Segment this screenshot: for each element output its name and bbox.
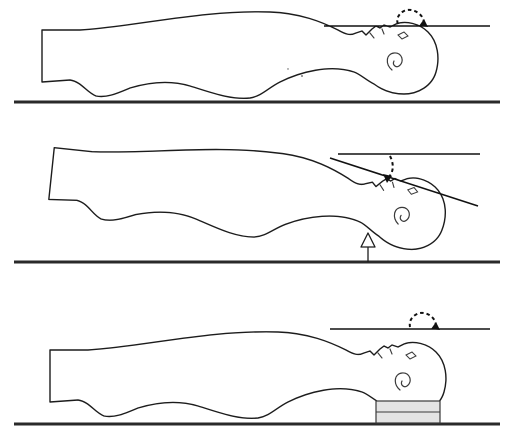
arc-arrowhead-icon [419,19,428,27]
dashed-arc-icon [410,313,436,327]
dashed-arc-icon [388,156,393,178]
up-arrow-icon [361,233,375,247]
arc-arrowhead-icon [431,322,440,330]
pillow [376,401,440,423]
patient-silhouette [47,130,450,257]
dashed-arc-icon [397,10,424,24]
skin-mark [301,75,303,77]
patient-silhouette [42,12,438,98]
panel-1-flat-supine [14,10,500,102]
panel-3-pillow-support [14,313,500,424]
panel-2-neck-lift [14,130,500,262]
skin-mark [287,68,288,69]
